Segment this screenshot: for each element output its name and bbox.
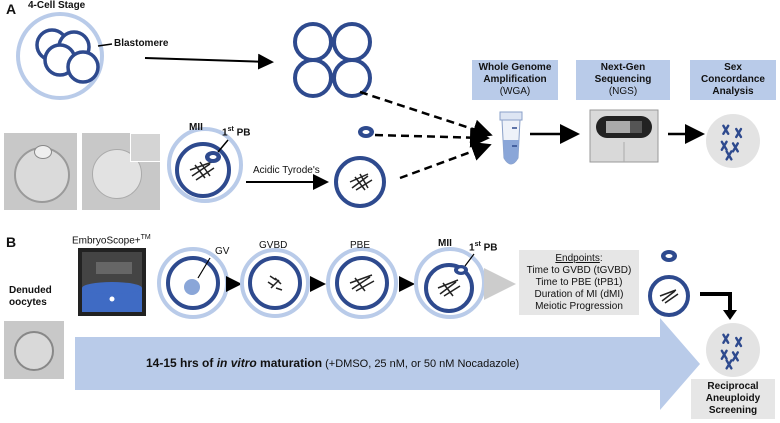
pb-pointer-a — [217, 139, 229, 153]
four-cell-stage-label: 4-Cell Stage — [28, 0, 86, 11]
embryoscope-label: EmbryoScope+TM — [72, 234, 151, 247]
first-pb-label-b: 1st PB — [469, 241, 498, 254]
sequencer-icon — [589, 109, 659, 163]
mii-oocyte-a — [167, 127, 243, 203]
sex-concordance-box: Sex Concordance Analysis — [690, 60, 776, 100]
panel-letter-a: A — [6, 1, 17, 17]
blastomere-label: Blastomere — [114, 38, 169, 49]
gv-pointer — [197, 257, 211, 279]
reciprocal-line-2: Aneuploidy — [705, 393, 761, 404]
ngs-title-2: Sequencing — [594, 74, 652, 85]
aneuploidy-chromosomes-icon — [706, 323, 760, 377]
polar-body-icon-b — [661, 250, 677, 262]
zona-free-oocyte — [334, 156, 386, 208]
ngs-box: Next-Gen Sequencing (NGS) — [576, 60, 670, 100]
polar-body-icon — [358, 126, 374, 138]
endpoint-item: Time to GVBD (tGVBD) — [526, 265, 632, 276]
wga-abbr: (WGA) — [499, 86, 531, 97]
sex-line-3: Analysis — [712, 86, 754, 97]
stage-mii-label: MII — [438, 238, 452, 249]
sex-line-2: Concordance — [701, 74, 765, 85]
endpoints-heading: Endpoints — [555, 253, 600, 264]
stage-gvbd-label: GVBD — [259, 240, 288, 251]
acidic-tyrode-label: Acidic Tyrode's — [253, 165, 320, 176]
blastomere-pointer — [97, 43, 113, 47]
embryoscope-device-icon — [78, 248, 146, 316]
micrograph-zona-free — [82, 133, 160, 210]
maturation-arrow — [75, 318, 700, 410]
first-pb-label-a: 1st PB — [222, 126, 251, 139]
reciprocal-aneuploidy-box: Reciprocal Aneuploidy Screening — [691, 379, 775, 419]
stage-pbe-label: PBE — [350, 240, 371, 251]
sex-line-1: Sex — [724, 62, 742, 73]
stage-gv-label: GV — [215, 246, 230, 257]
zona-free-oocyte-b — [648, 275, 690, 317]
reciprocal-line-1: Reciprocal — [707, 381, 759, 392]
pcr-tube-icon — [499, 111, 523, 165]
mii-label-a: MII — [189, 122, 203, 133]
wga-box: Whole Genome Amplification (WGA) — [472, 60, 558, 100]
elbow-arrow-head — [723, 310, 737, 320]
micrograph-denuded-oocyte — [4, 321, 64, 379]
dashed-arrow-polar-body — [374, 127, 490, 148]
endpoint-item: Meiotic Progression — [535, 301, 623, 312]
micrograph-mii-oocyte — [4, 133, 77, 210]
endpoint-item: Time to PBE (tPB1) — [535, 277, 623, 288]
pb-pointer-b — [464, 253, 475, 267]
pbe-oocyte — [326, 247, 398, 319]
panel-letter-b: B — [6, 234, 17, 250]
ngs-abbr: (NGS) — [608, 86, 638, 97]
mii-oocyte-b — [414, 247, 486, 319]
wga-title-2: Amplification — [483, 74, 547, 85]
arrow-to-blastomeres — [144, 53, 274, 70]
endpoint-item: Duration of MI (dMI) — [534, 289, 624, 300]
separated-blastomeres — [293, 22, 372, 98]
ngs-title-1: Next-Gen — [600, 62, 646, 73]
gvbd-oocyte — [240, 248, 310, 318]
elbow-arrow — [700, 292, 732, 312]
maturation-label: 14-15 hrs of in vitro maturation (+DMSO,… — [146, 356, 520, 370]
dashed-arrow-oocyte — [399, 141, 492, 180]
four-cell-embryo — [16, 12, 104, 100]
reciprocal-line-3: Screening — [708, 405, 758, 416]
denuded-oocytes-label: Denuded oocytes — [9, 285, 52, 308]
gv-oocyte — [157, 247, 229, 319]
sex-chromosomes-icon — [706, 114, 760, 168]
wga-title-1: Whole Genome — [478, 62, 552, 73]
endpoints-box: Endpoints: Time to GVBD (tGVBD) Time to … — [519, 250, 639, 315]
dashed-arrow-blastomeres — [359, 90, 493, 139]
